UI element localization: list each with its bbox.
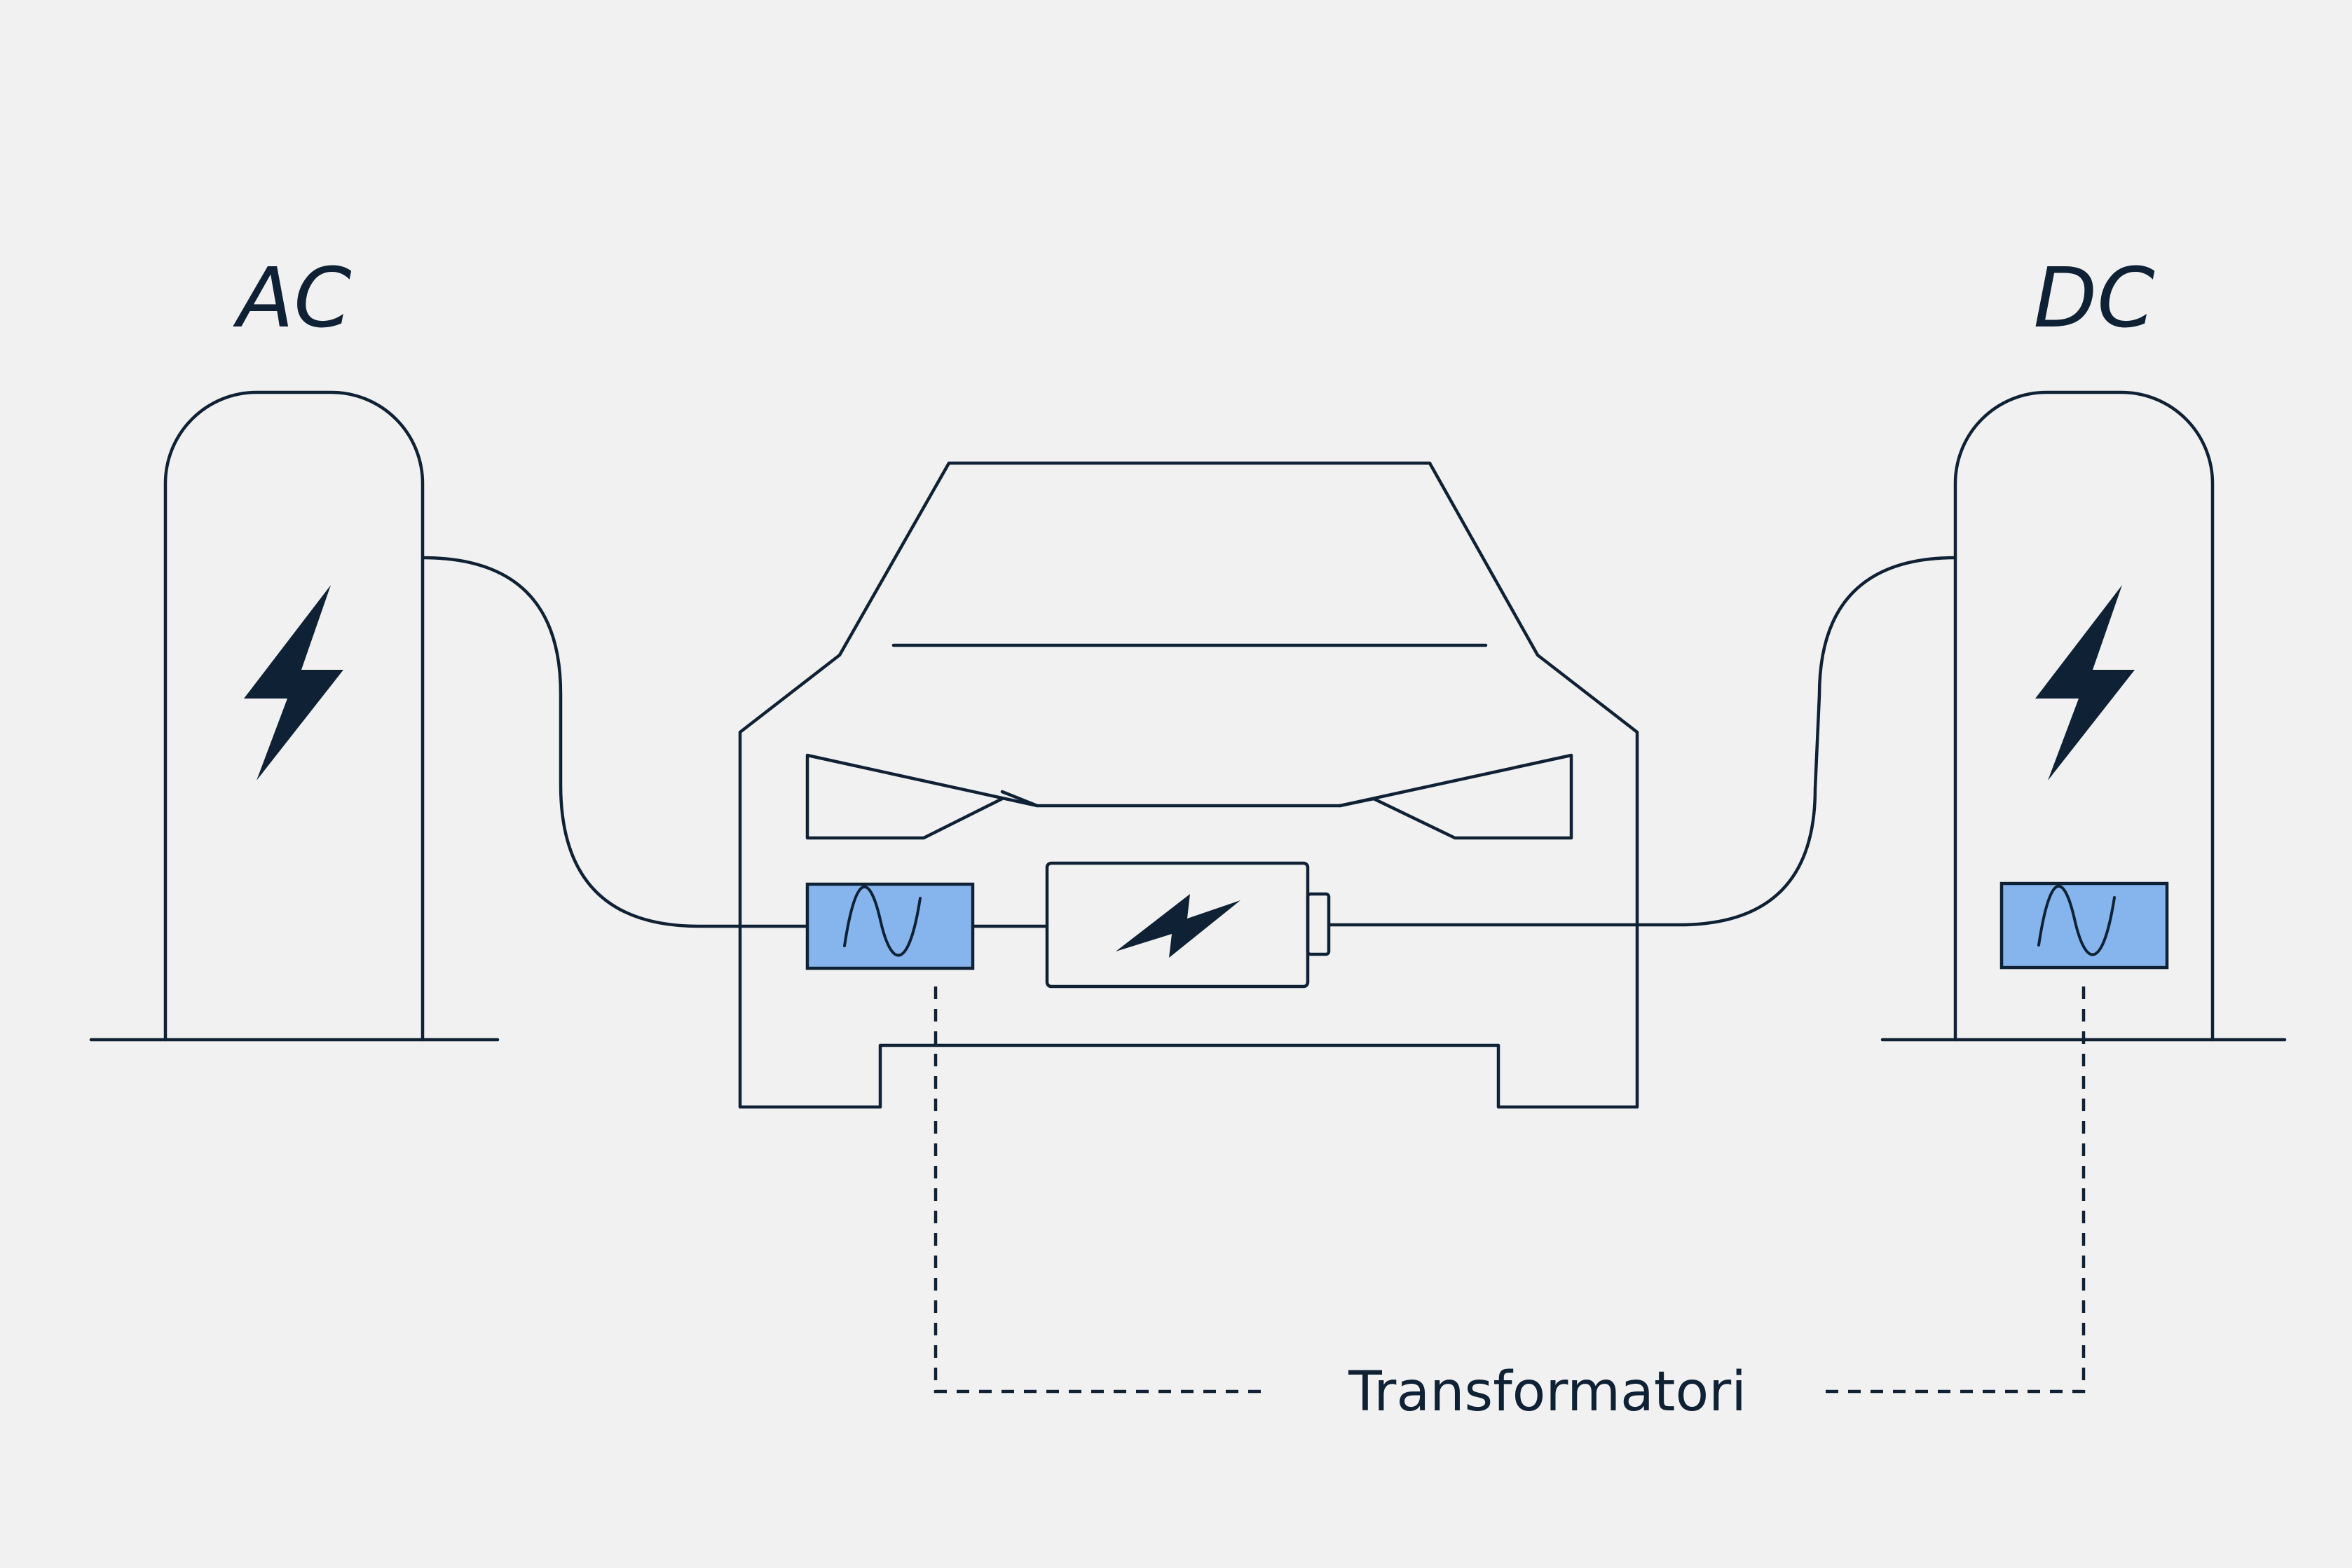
ac-station-body (163, 390, 425, 1042)
dc-label: DC (2033, 249, 2154, 346)
dc-transformer (1999, 881, 2169, 970)
dc-ac-wave-icon (2037, 884, 2116, 956)
transformers-callout: Transformatori (934, 986, 2086, 1424)
ac-label: AC (232, 249, 351, 346)
ac-charging-station: AC (89, 249, 500, 1042)
ac-lightning-bolt-icon (244, 585, 343, 780)
ac-cable (421, 556, 808, 928)
car-headlight-left (805, 753, 1039, 840)
car-transformer-box (805, 882, 975, 970)
dc-cable (1327, 556, 1957, 927)
callout-line-right (1824, 986, 2086, 1394)
callout-line-left (934, 986, 1266, 1394)
dc-station-body (1953, 390, 2215, 1042)
car-transformer (805, 882, 975, 970)
dc-lightning-bolt-icon (2035, 585, 2135, 780)
car-ac-wave-icon (843, 885, 922, 957)
dc-transformer-box (1999, 881, 2169, 970)
car-grille-line (1000, 790, 1376, 808)
battery-terminal (1306, 892, 1331, 956)
electric-car (738, 461, 1639, 1109)
car-body-outline (738, 461, 1639, 1109)
battery-lightning-bolt-icon (1116, 894, 1240, 958)
battery-icon (1045, 861, 1331, 989)
dc-charging-station: DC (1880, 249, 2287, 1042)
car-headlight-right (1338, 753, 1573, 840)
transformers-label: Transformatori (1348, 1361, 1746, 1424)
